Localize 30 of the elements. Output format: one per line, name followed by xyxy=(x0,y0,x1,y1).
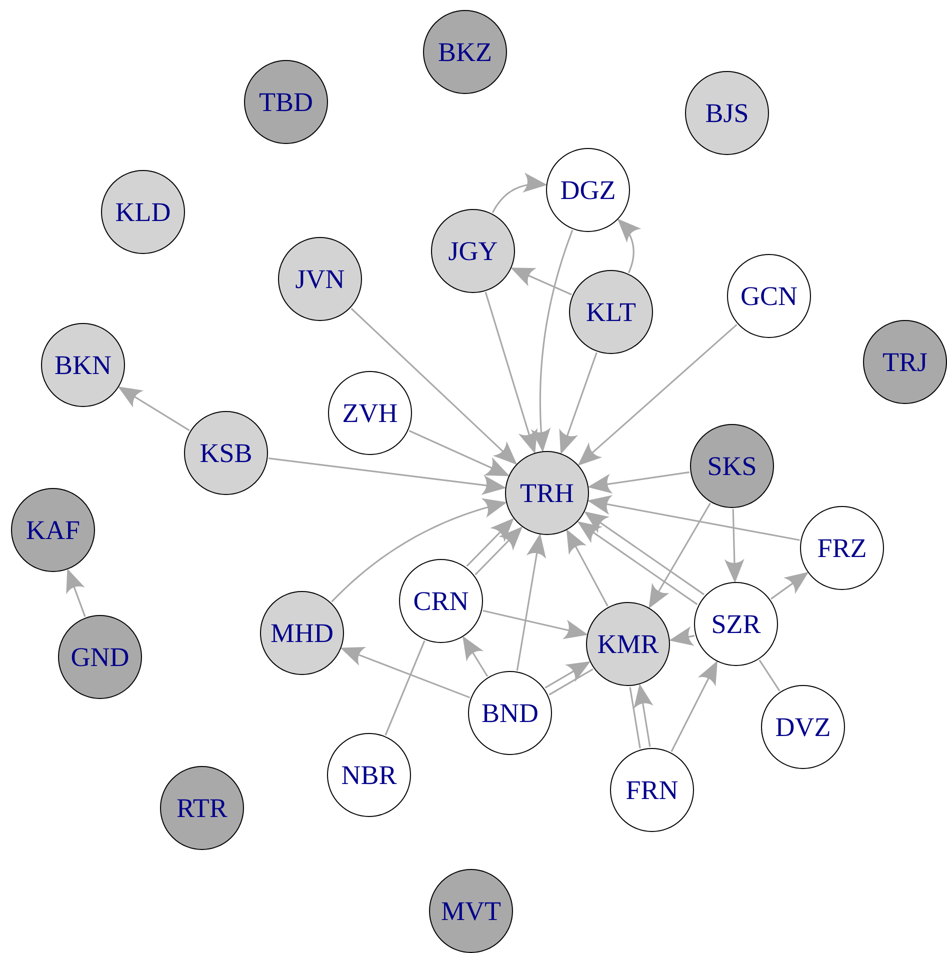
node-label: GND xyxy=(70,642,130,672)
node-label: MHD xyxy=(270,618,334,648)
node-label: SZR xyxy=(711,608,761,640)
node-label: KMR xyxy=(597,628,659,660)
node-label: KAF xyxy=(26,514,80,546)
node-label: SKS xyxy=(707,450,757,482)
node-label: NBR xyxy=(341,760,397,790)
node-label: FRZ xyxy=(817,532,867,564)
node-label: MVT xyxy=(441,896,501,926)
node-label: KLD xyxy=(115,196,171,228)
node-circle xyxy=(399,559,483,643)
node-label: KLT xyxy=(586,296,636,328)
node-label: BKZ xyxy=(438,36,492,68)
node-label: DVZ xyxy=(775,712,831,742)
node-label: ZVH xyxy=(342,398,398,428)
node-circle xyxy=(505,451,589,535)
node-label: CRN xyxy=(413,586,469,616)
node-label: TRJ xyxy=(882,346,928,378)
node-label: BKN xyxy=(54,350,112,380)
node-label: KSB xyxy=(200,438,252,468)
node-label: RTR xyxy=(176,792,228,824)
node-label: TBD xyxy=(259,86,313,118)
node-label: JVN xyxy=(295,264,345,294)
node-label: TRH xyxy=(520,478,574,508)
node-label: BJS xyxy=(705,98,749,128)
node-label: GCN xyxy=(740,280,798,312)
node-label: FRN xyxy=(626,774,678,806)
node-label: DGZ xyxy=(560,174,616,206)
node-label: BND xyxy=(481,698,538,728)
node-label: JGY xyxy=(448,236,498,266)
